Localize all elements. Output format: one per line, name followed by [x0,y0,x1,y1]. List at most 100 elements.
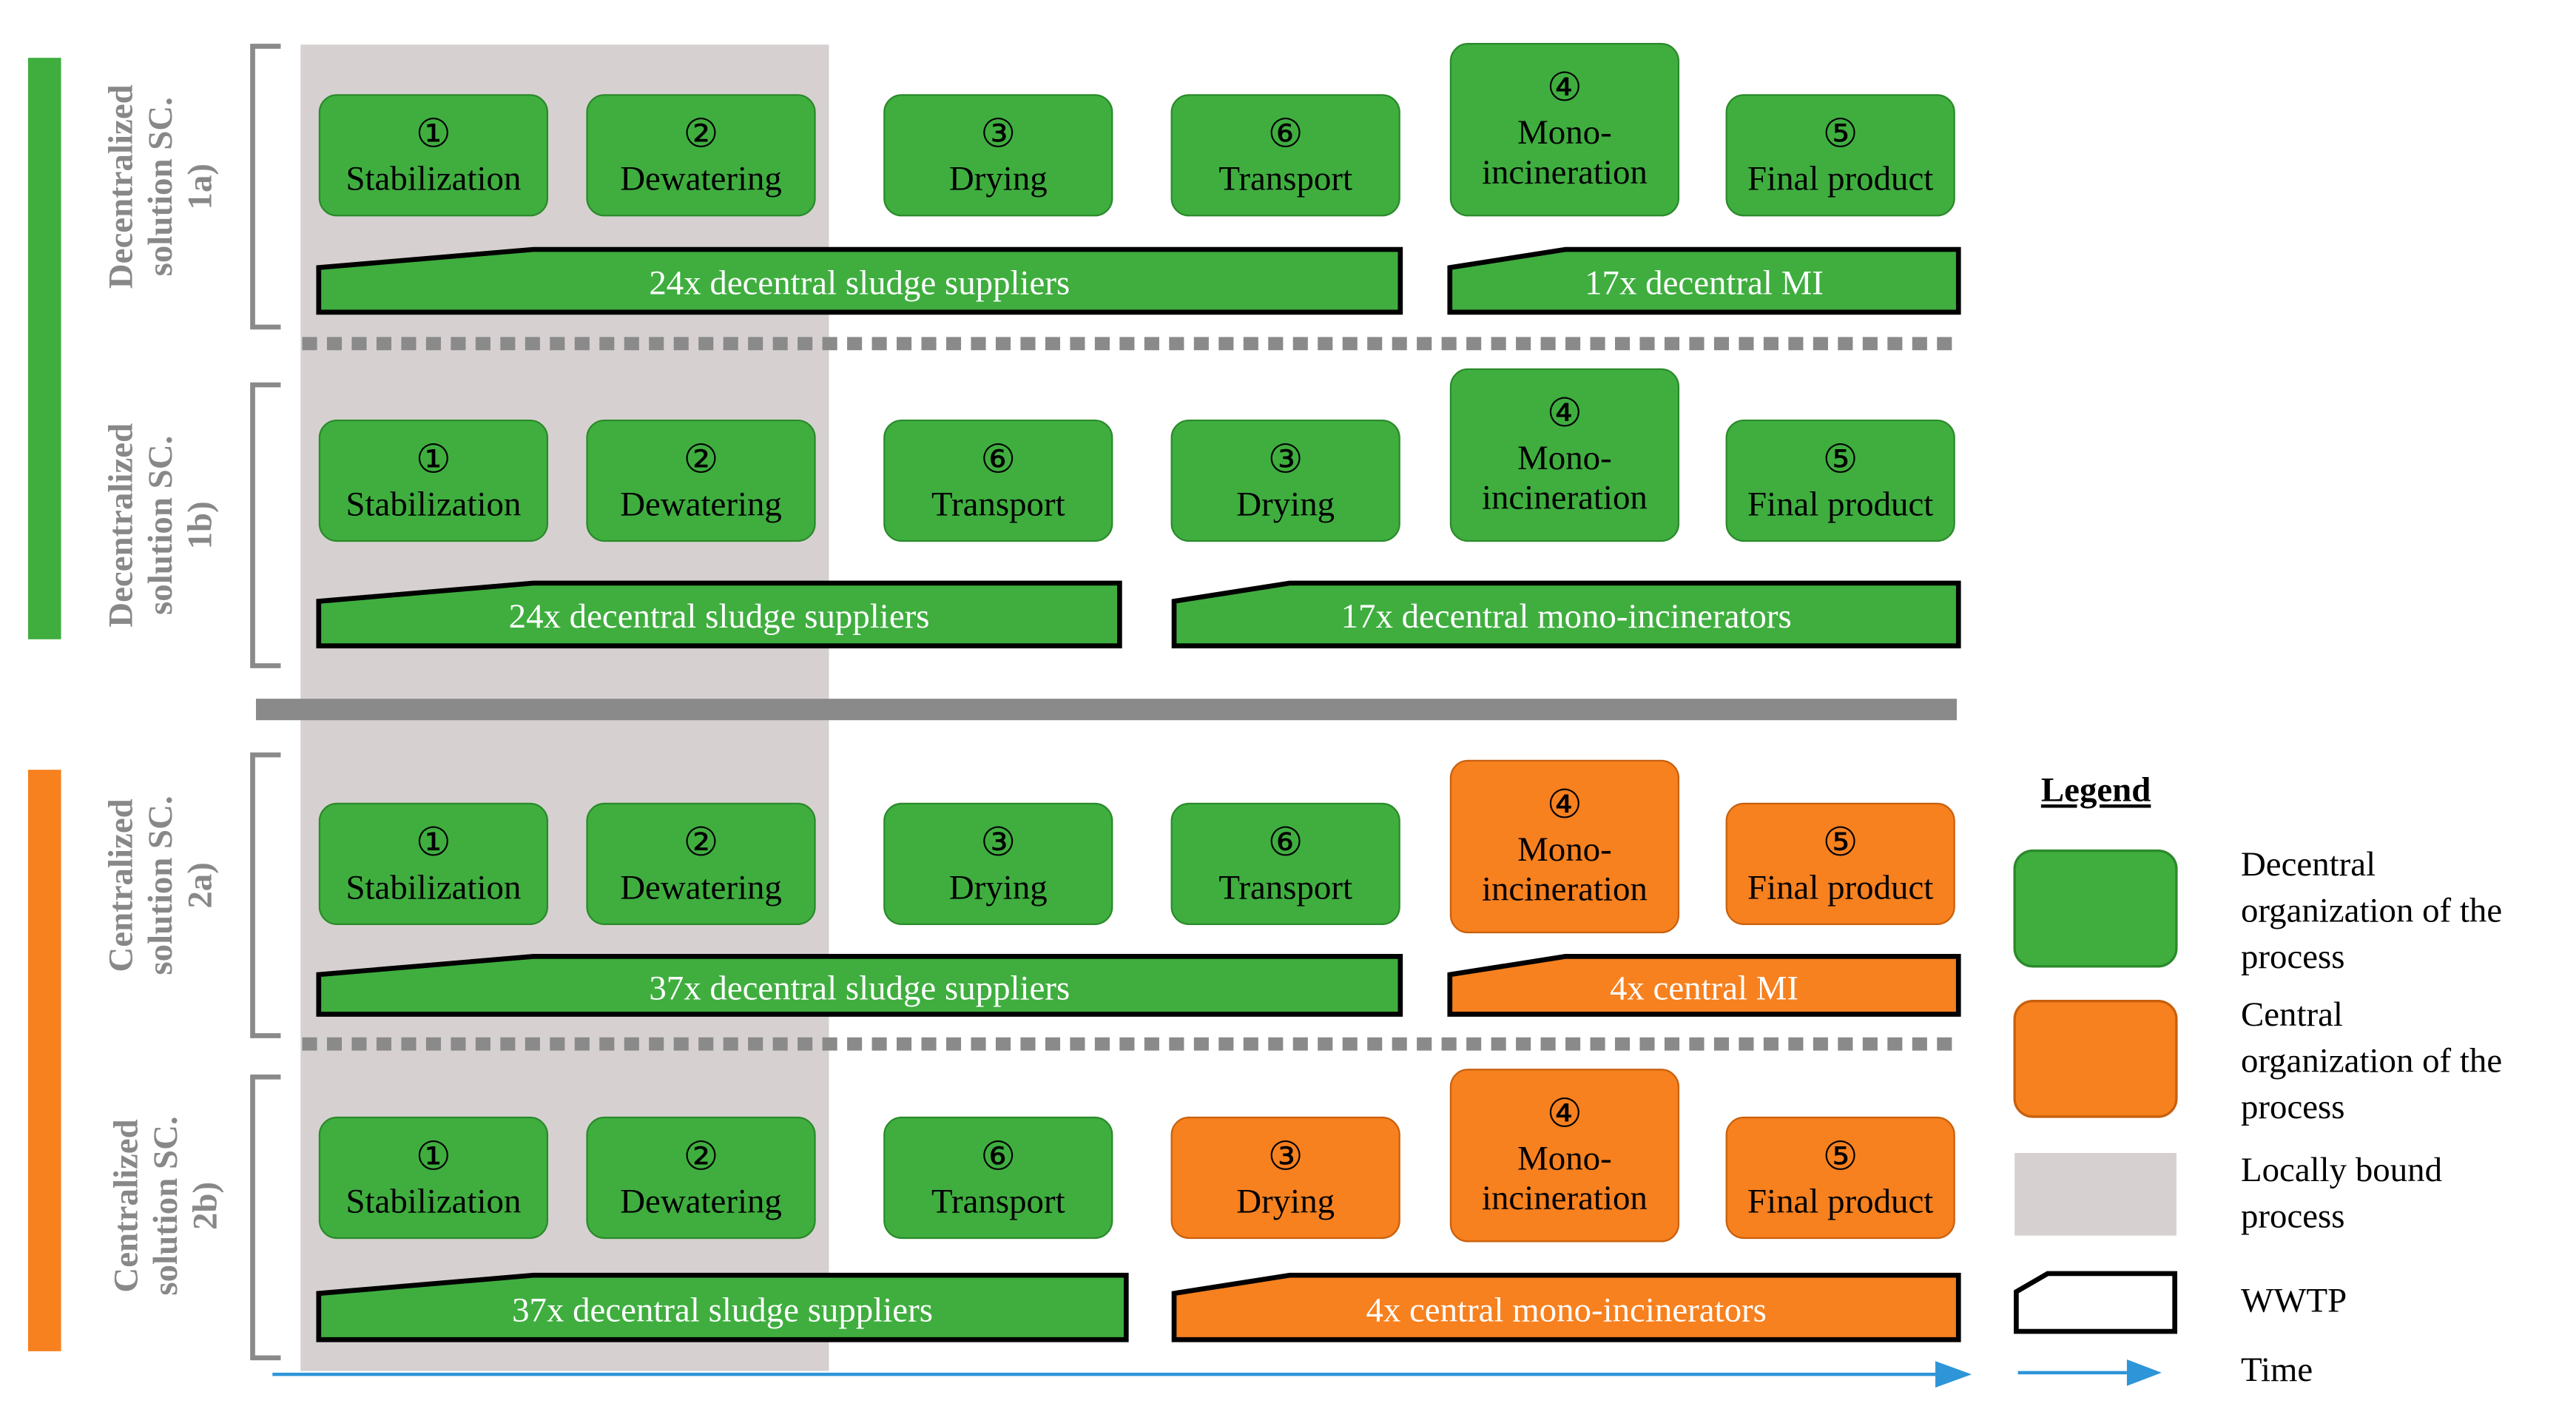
legend-wwtp-text: WWTP [2241,1277,2347,1322]
step-label: Dewatering [620,158,782,198]
bracket-1a [250,44,281,330]
wwtp-bar [316,246,1403,315]
step-number-icon: ② [683,821,719,865]
step-label: Drying [1236,483,1335,523]
step-number-icon: ① [415,112,451,156]
wwtp-bar-label: 24x decentral sludge suppliers [649,262,1070,303]
step-label: Drying [948,866,1048,907]
scenario-title-line: 2b) [184,1181,225,1231]
step-label: Transport [1218,158,1352,198]
legend-text-line: process [2240,1196,2345,1236]
legend-decentral-swatch [2013,849,2178,968]
wwtp-bar-label: 17x decentral mono-incinerators [1341,596,1792,636]
step-label: Final product [1747,1180,1934,1220]
step-number-icon: ① [415,438,451,482]
step-number-icon: ④ [1546,393,1582,437]
bracket-2b [250,1074,281,1361]
bracket-2a [250,752,281,1038]
step-label: Drying [1236,1180,1335,1220]
step-number-icon: ④ [1546,1093,1582,1137]
step-number-icon: ④ [1546,784,1582,828]
step-label: Final product [1747,483,1934,523]
scenario-title-line: solution SC. [140,796,181,975]
step-label: Final product [1747,866,1934,907]
step-number-icon: ③ [980,112,1016,156]
step-label: Dewatering [620,483,782,523]
step-label: Mono- [1517,112,1612,152]
scenario-title-line: Decentralized [101,84,141,289]
step-number-icon: ② [683,112,719,156]
step-number-icon: ⑤ [1822,1135,1858,1179]
wwtp-bar-label: 37x decentral sludge suppliers [649,966,1070,1007]
time-axis-arrowhead [1935,1361,1972,1388]
wwtp-bar-label: 37x decentral sludge suppliers [512,1289,933,1329]
legend-time-text: Time [2241,1346,2313,1392]
legend-local-swatch [2014,1153,2177,1236]
wwtp-bar-label: 4x central mono-incinerators [1366,1289,1767,1329]
step-number-icon: ⑤ [1822,821,1858,865]
legend-text-line: Time [2240,1349,2313,1390]
wwtp-bar-label: 17x decentral MI [1585,262,1824,303]
wwtp-bar [1171,1272,1961,1342]
legend-text-line: organization of the [2240,1040,2503,1080]
scenario-title-line: Centralized [105,1119,146,1293]
step-number-icon: ⑥ [980,438,1016,482]
step-label: Transport [931,1180,1065,1220]
legend-central-swatch [2013,999,2178,1118]
bracket-1b [250,382,281,668]
step-number-icon: ① [415,1135,451,1179]
step-label: Dewatering [620,866,782,907]
step-number-icon: ⑤ [1822,112,1858,156]
step-number-icon: ⑤ [1822,438,1858,482]
step-label: Stabilization [345,158,522,198]
scenario-title-line: Decentralized [101,423,141,628]
step-label: incineration [1481,152,1648,192]
wwtp-bar [316,580,1122,649]
legend-text-line: organization of the [2240,890,2503,930]
scenario-title-line: 2a) [180,862,220,909]
legend-title: Legend [2040,770,2151,810]
wwtp-bar [1171,580,1961,649]
step-label: Transport [931,483,1065,523]
scenario-title-line: solution SC. [145,1116,185,1296]
step-number-icon: ③ [980,821,1016,865]
step-label: Stabilization [345,483,522,523]
legend-wwtp-icon [2014,1271,2178,1334]
step-label: Stabilization [345,1180,522,1220]
step-number-icon: ② [683,1135,719,1179]
wwtp-bar-label: 4x central MI [1609,966,1799,1007]
step-number-icon: ① [415,821,451,865]
legend-text-line: Central [2240,994,2343,1035]
legend-text-line: process [2240,1086,2345,1127]
step-number-icon: ⑥ [1267,112,1304,156]
legend-time-arrow-icon [2126,1359,2162,1386]
centralized-indicator-bar [27,770,61,1351]
step-label: incineration [1481,869,1648,909]
legend-text-line: WWTP [2240,1280,2347,1320]
